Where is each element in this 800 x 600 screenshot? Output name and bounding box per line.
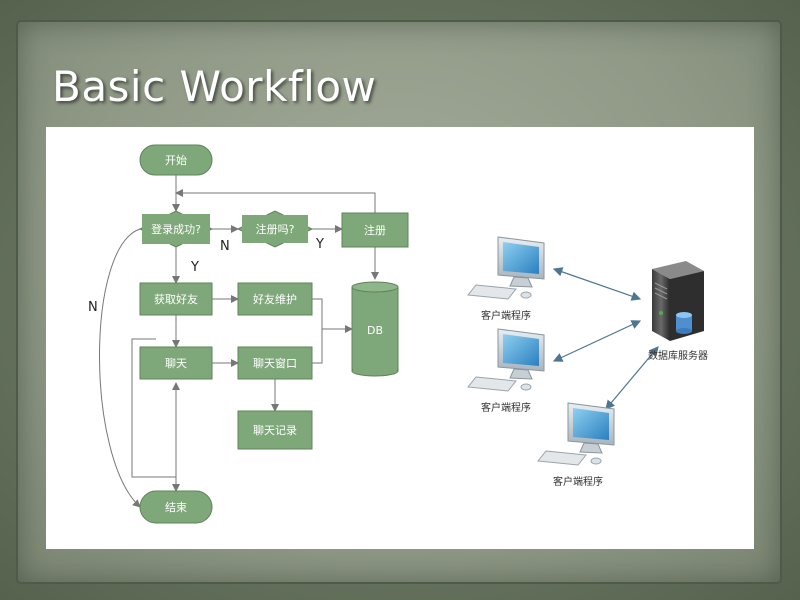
server-icon xyxy=(652,261,704,341)
node-start-label: 开始 xyxy=(165,153,187,167)
slide-title: Basic Workflow xyxy=(52,62,377,111)
edge-label-y-register: Y xyxy=(315,237,324,252)
computer-icon xyxy=(537,402,615,466)
node-register-decision: 注册吗? xyxy=(236,210,314,248)
client-label-1: 客户端程序 xyxy=(481,309,531,322)
node-login-label: 登录成功? xyxy=(151,222,201,236)
node-get-friends: 获取好友 xyxy=(139,282,213,316)
node-chat-window: 聊天窗口 xyxy=(237,346,313,380)
node-maintain-friends-label: 好友维护 xyxy=(253,292,297,306)
node-end-label: 结束 xyxy=(165,501,187,514)
node-login-decision: 登录成功? xyxy=(138,210,214,248)
node-chat: 聊天 xyxy=(139,346,213,380)
diagram-canvas: 开始 登录成功? 注册吗? 注册 获取好友 xyxy=(46,127,754,549)
diagram-svg: 开始 登录成功? 注册吗? 注册 获取好友 xyxy=(88,144,708,524)
computer-icon xyxy=(467,328,545,392)
client-computer-2: 客户端程序 xyxy=(467,328,545,414)
node-register-label: 注册 xyxy=(364,223,386,237)
node-chat-window-label: 聊天窗口 xyxy=(253,356,297,370)
node-maintain-friends: 好友维护 xyxy=(237,282,313,316)
computer-icon xyxy=(467,236,545,300)
client-computer-3: 客户端程序 xyxy=(537,402,615,488)
node-db: DB xyxy=(351,281,399,377)
node-db-label: DB xyxy=(367,324,383,337)
node-chat-label: 聊天 xyxy=(165,356,187,370)
network-links xyxy=(552,267,659,410)
node-start: 开始 xyxy=(139,144,213,176)
server-label: 数据库服务器 xyxy=(648,349,708,362)
node-register: 注册 xyxy=(341,212,409,248)
database-server: 数据库服务器 xyxy=(648,261,708,362)
node-get-friends-label: 获取好友 xyxy=(154,292,198,306)
node-chat-log: 聊天记录 xyxy=(237,410,313,450)
client-label-2: 客户端程序 xyxy=(481,401,531,414)
database-icon xyxy=(676,312,692,334)
client-label-3: 客户端程序 xyxy=(553,475,603,488)
edge-label-n-left: N xyxy=(88,300,98,315)
edge-label-n-login: N xyxy=(220,239,230,254)
client-computer-1: 客户端程序 xyxy=(467,236,545,322)
flow-connectors xyxy=(99,175,379,508)
node-registered-label: 注册吗? xyxy=(256,222,295,236)
edge-label-y-login: Y xyxy=(190,260,199,275)
node-end: 结束 xyxy=(139,490,213,524)
node-chat-log-label: 聊天记录 xyxy=(253,423,297,437)
